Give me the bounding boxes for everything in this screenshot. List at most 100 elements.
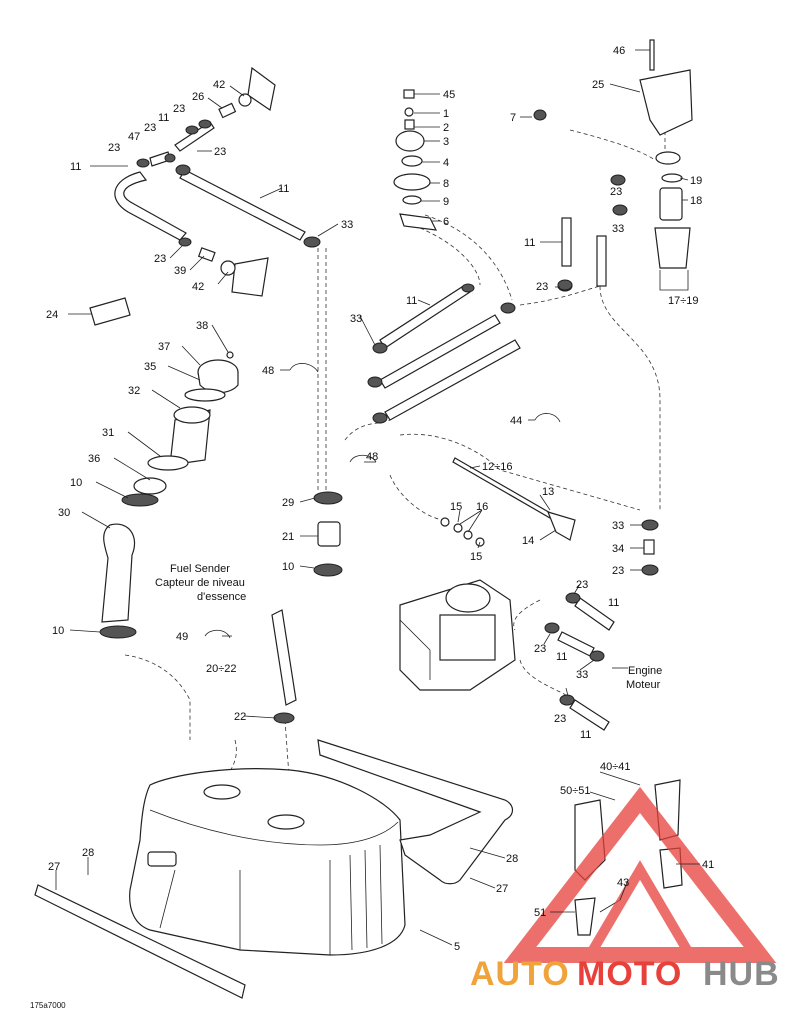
callout-label: 11 [580, 729, 591, 741]
callout-label: 28 [82, 847, 94, 859]
callout-label: 20÷22 [206, 663, 237, 675]
callout-label: 11 [70, 161, 81, 173]
callout-label: 17÷19 [668, 295, 699, 307]
filter-cap [655, 151, 681, 165]
filler-neck-top [173, 406, 211, 424]
callout-label: 33 [350, 313, 362, 325]
callout-label: 34 [612, 543, 624, 555]
callout-label: 50÷51 [560, 785, 591, 797]
part-4 [401, 155, 423, 167]
watermark-logo [503, 786, 777, 963]
hose-vertical-2 [596, 235, 607, 287]
fuel-tank-body [129, 768, 406, 956]
mounting-bracket [639, 69, 693, 136]
tank-support-left [34, 884, 246, 999]
part-8 [393, 173, 431, 191]
callout-label: 29 [282, 497, 294, 509]
callout-label: 6 [443, 216, 449, 228]
hoses [101, 121, 615, 731]
callout-label: 35 [144, 361, 156, 373]
callout-label: 12÷16 [482, 461, 513, 473]
fuel-sender-tube [271, 609, 297, 706]
callout-label: 10 [70, 477, 82, 489]
callout-label: 3 [443, 136, 449, 148]
fuel-filter-assembly [639, 39, 693, 269]
callout-label: 26 [192, 91, 204, 103]
callout-label: 11 [158, 112, 169, 124]
callout-label: 23 [154, 253, 166, 265]
callout-label: 14 [522, 535, 534, 547]
choke-parts [440, 511, 576, 547]
callout-labels: 46 25 7 45 1 2 3 4 8 9 6 42 26 11 23 47 … [46, 45, 714, 953]
callout-label: 28 [506, 853, 518, 865]
hose-carb-3 [569, 699, 610, 731]
hose-carb-1 [574, 597, 615, 631]
callout-label: 15 [450, 501, 462, 513]
tank-handle [147, 851, 177, 867]
neck-gasket [147, 455, 189, 471]
filler-neck-stack [89, 297, 239, 495]
callout-label: 46 [613, 45, 625, 57]
part-6 [399, 213, 438, 231]
callout-label: 11 [608, 597, 619, 609]
hose-middle-2 [379, 314, 501, 389]
callout-label: 23 [612, 565, 624, 577]
callout-label: 48 [262, 365, 274, 377]
callout-label: 24 [46, 309, 58, 321]
top-left-fittings [149, 66, 276, 297]
callout-label: 4 [443, 157, 449, 169]
hose-top-diagonal [179, 169, 306, 241]
callout-label: 40÷41 [600, 761, 631, 773]
callout-label: 19 [690, 175, 702, 187]
callout-label: 5 [454, 941, 460, 953]
callout-label: 33 [612, 223, 624, 235]
callout-label: 27 [48, 861, 60, 873]
vent-valve-stack [393, 89, 438, 231]
fuel-sender-label-fr-2: d'essence [197, 591, 246, 603]
hose-filler-neck [101, 523, 136, 623]
fuel-sender-label-fr-1: Capteur de niveau [155, 577, 245, 589]
watermark-text-auto: AUTO [470, 955, 570, 993]
part-45 [403, 89, 415, 99]
callout-label: 49 [176, 631, 188, 643]
engine-label-fr: Moteur [626, 679, 661, 691]
tank-opening-1 [203, 784, 241, 800]
clip-24 [89, 297, 131, 326]
watermark-text-hub: HUB [703, 955, 780, 993]
callout-label: 23 [534, 643, 546, 655]
plate-42-bottom [231, 257, 269, 297]
fitting-42-top [238, 93, 252, 107]
carburetor-throat [445, 583, 491, 613]
diagram-code: 175a7000 [30, 1001, 66, 1010]
callout-label: 23 [108, 142, 120, 154]
callout-label: 11 [278, 183, 289, 195]
callout-label: 2 [443, 122, 449, 134]
callout-label: 38 [196, 320, 208, 332]
callout-label: 27 [496, 883, 508, 895]
callout-label: 41 [702, 859, 714, 871]
callout-label: 23 [144, 122, 156, 134]
callout-label: 47 [128, 131, 140, 143]
callout-label: 10 [52, 625, 64, 637]
part-1 [404, 107, 414, 117]
callout-label: 23 [576, 579, 588, 591]
engine-label-en: Engine [628, 665, 662, 677]
cap-gasket [184, 388, 226, 402]
callout-label: 7 [510, 112, 516, 124]
callout-label: 36 [88, 453, 100, 465]
screw-46 [649, 39, 655, 71]
callout-label: 23 [554, 713, 566, 725]
callout-label: 10 [282, 561, 294, 573]
callout-label: 18 [690, 195, 702, 207]
callout-label: 23 [610, 186, 622, 198]
callout-label: 23 [214, 146, 226, 158]
cap-screw [226, 351, 234, 359]
callout-label: 23 [173, 103, 185, 115]
callout-label: 16 [476, 501, 488, 513]
callout-label: 37 [158, 341, 170, 353]
hose-middle-3 [384, 339, 521, 421]
tank-support-right [317, 739, 514, 885]
callout-label: 42 [192, 281, 204, 293]
plate-42-top [247, 66, 276, 112]
